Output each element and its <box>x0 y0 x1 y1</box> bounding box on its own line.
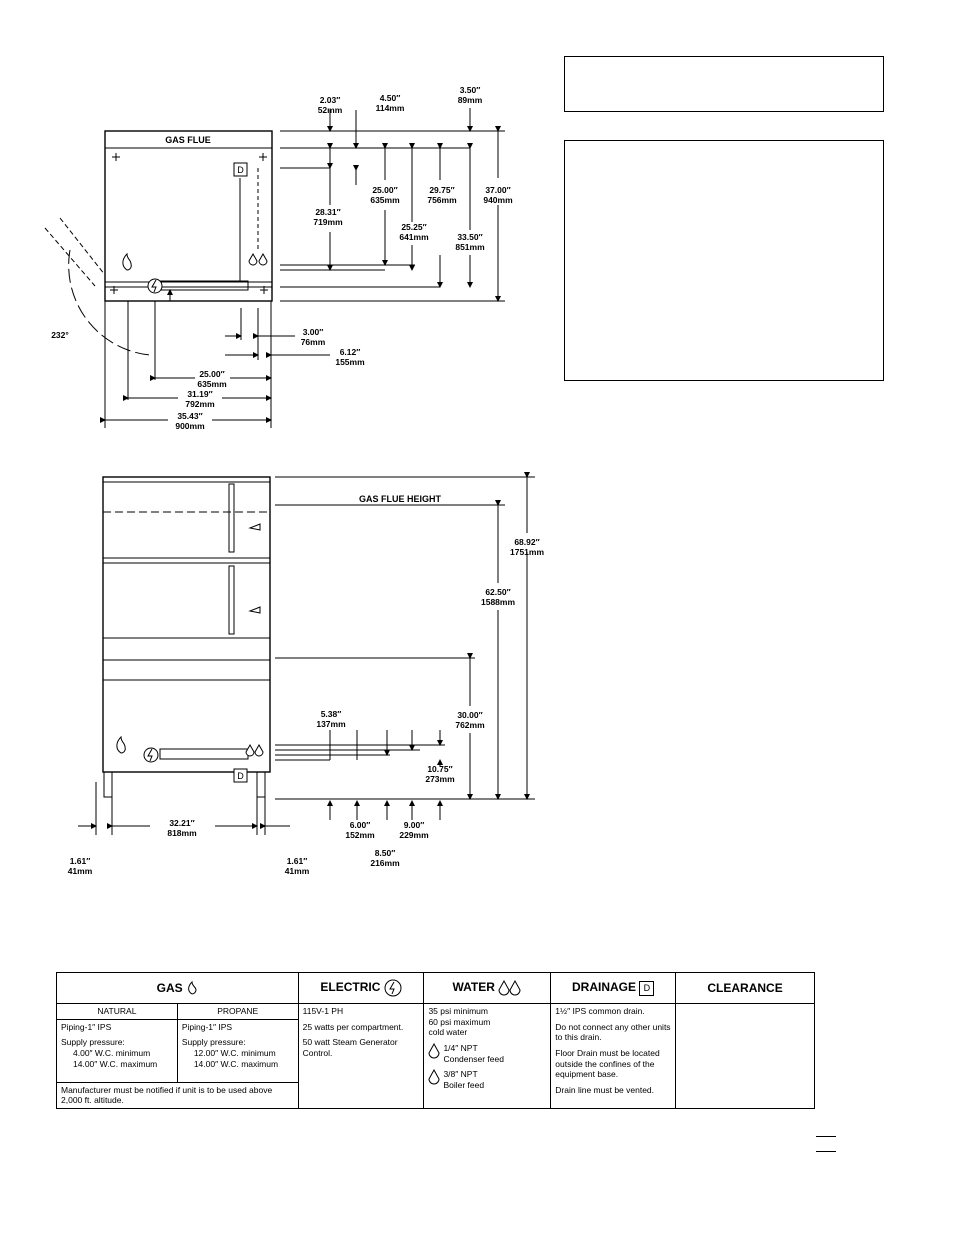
dim-2-03-mm: 52mm <box>318 105 343 115</box>
dim-10-75: 10.75″ <box>427 764 452 774</box>
electric-bolt-icon <box>384 979 402 997</box>
drain-d-icon-front: D <box>233 768 248 783</box>
svg-text:D: D <box>237 771 244 781</box>
natural-gas-cell: Piping-1″ IPS Supply pressure: 4.00″ W.C… <box>56 1018 178 1083</box>
clearance-cell <box>675 1003 815 1109</box>
drainage-cell: 1½″ IPS common drain. Do not connect any… <box>550 1003 677 1109</box>
electric-bolt-icon-top <box>147 278 163 294</box>
gas-header: GAS <box>56 972 299 1004</box>
info-box <box>564 140 884 381</box>
dim-68-92-mm: 1751mm <box>510 547 544 557</box>
water-c1-c2-icon-front <box>245 743 264 757</box>
water-c1-icon <box>428 1042 440 1064</box>
dim-25-00-h: 25.00″ <box>199 369 224 379</box>
door-swing-arc <box>68 249 151 356</box>
dim-62-50: 62.50″ <box>485 587 510 597</box>
water-header: WATER <box>423 972 552 1004</box>
drainage-header: DRAINAGE D <box>550 972 677 1004</box>
dim-28-31-mm: 719mm <box>313 217 343 227</box>
top-view-diagram: D GAS FLUE 232° 2.03″ 52mm 4.50″ 114mm 3… <box>44 85 513 431</box>
dim-32-21-mm: 818mm <box>167 828 197 838</box>
front-view-diagram: D GAS FLUE HEIGHT 68.92″ 1751mm 62.50″ 1… <box>68 472 544 876</box>
dim-6-00-mm: 152mm <box>345 830 375 840</box>
dim-37-00: 37.00″ <box>485 185 510 195</box>
water-c2-icon <box>428 1069 440 1090</box>
dim-1-61-right-mm: 41mm <box>285 866 310 876</box>
gas-flame-icon <box>186 981 198 995</box>
dim-31-19-mm: 792mm <box>185 399 215 409</box>
dim-68-92: 68.92″ <box>514 537 539 547</box>
dim-37-00-mm: 940mm <box>483 195 513 205</box>
unit-outline-front <box>102 476 271 773</box>
dim-3-50: 3.50″ <box>460 85 481 95</box>
drain-d-icon: D <box>639 980 655 996</box>
dim-25-25: 25.25″ <box>401 222 426 232</box>
propane-gas-cell: Piping-1″ IPS Supply pressure: 12.00″ W.… <box>176 1018 299 1083</box>
dim-25-00-v: 25.00″ <box>372 185 397 195</box>
dim-10-75-mm: 273mm <box>425 774 455 784</box>
door-angle-label: 232° <box>51 330 69 340</box>
dim-32-21: 32.21″ <box>169 818 194 828</box>
dim-8-50: 8.50″ <box>375 848 396 858</box>
dim-6-12: 6.12″ <box>340 347 361 357</box>
dim-25-00-h-mm: 635mm <box>197 379 227 389</box>
dim-6-00: 6.00″ <box>350 820 371 830</box>
water-cell: 35 psi minimum 60 psi maximum cold water… <box>423 1003 552 1109</box>
dim-3-00: 3.00″ <box>303 327 324 337</box>
dim-6-12-mm: 155mm <box>335 357 365 367</box>
page-marker <box>816 1136 836 1152</box>
dim-25-00-v-mm: 635mm <box>370 195 400 205</box>
dim-1-61-left: 1.61″ <box>70 856 91 866</box>
dim-4-50-mm: 114mm <box>376 103 405 113</box>
dim-35-43: 35.43″ <box>177 411 202 421</box>
electric-header: ELECTRIC <box>297 972 425 1004</box>
dim-25-25-mm: 641mm <box>399 232 429 242</box>
dim-2-03: 2.03″ <box>320 95 341 105</box>
propane-label: PROPANE <box>176 1003 299 1020</box>
dim-30-00-mm: 762mm <box>455 720 485 730</box>
dim-9-00-mm: 229mm <box>399 830 429 840</box>
dim-9-00: 9.00″ <box>404 820 425 830</box>
dim-29-75-mm: 756mm <box>427 195 457 205</box>
drain-d-icon-top: D <box>233 162 248 177</box>
clearance-header: CLEARANCE <box>675 972 815 1004</box>
water-c1-c2-icon <box>498 980 522 996</box>
dim-30-00: 30.00″ <box>457 710 482 720</box>
dim-33-50: 33.50″ <box>457 232 482 242</box>
dim-3-00-mm: 76mm <box>301 337 326 347</box>
dim-5-38-mm: 137mm <box>316 719 346 729</box>
title-box <box>564 56 884 112</box>
gas-flue-height-label: GAS FLUE HEIGHT <box>359 494 442 504</box>
electric-bolt-icon-front <box>143 747 159 763</box>
dim-8-50-mm: 216mm <box>370 858 400 868</box>
unit-outline-top <box>104 130 273 302</box>
svg-text:D: D <box>237 165 244 175</box>
natural-label: NATURAL <box>56 1003 178 1020</box>
dim-5-38: 5.38″ <box>321 709 342 719</box>
water-c1-c2-icon-top <box>248 252 268 266</box>
gas-flame-icon-front <box>116 735 126 754</box>
dim-1-61-right: 1.61″ <box>287 856 308 866</box>
dim-3-50-mm: 89mm <box>458 95 483 105</box>
dim-31-19: 31.19″ <box>187 389 212 399</box>
gas-altitude-note: Manufacturer must be notified if unit is… <box>56 1081 299 1109</box>
utility-spec-table: GAS ELECTRIC WATER DRAINAGE D CLEARANCE … <box>56 972 815 1109</box>
dim-29-75: 29.75″ <box>429 185 454 195</box>
gas-flue-label: GAS FLUE <box>165 135 211 145</box>
dim-62-50-mm: 1588mm <box>481 597 515 607</box>
electric-cell: 115V-1 PH 25 watts per compartment. 50 w… <box>297 1003 425 1109</box>
dim-4-50: 4.50″ <box>380 93 401 103</box>
dim-1-61-left-mm: 41mm <box>68 866 93 876</box>
dim-35-43-mm: 900mm <box>175 421 205 431</box>
dim-28-31: 28.31″ <box>315 207 340 217</box>
dim-33-50-mm: 851mm <box>455 242 485 252</box>
gas-flame-icon-top <box>122 252 132 271</box>
